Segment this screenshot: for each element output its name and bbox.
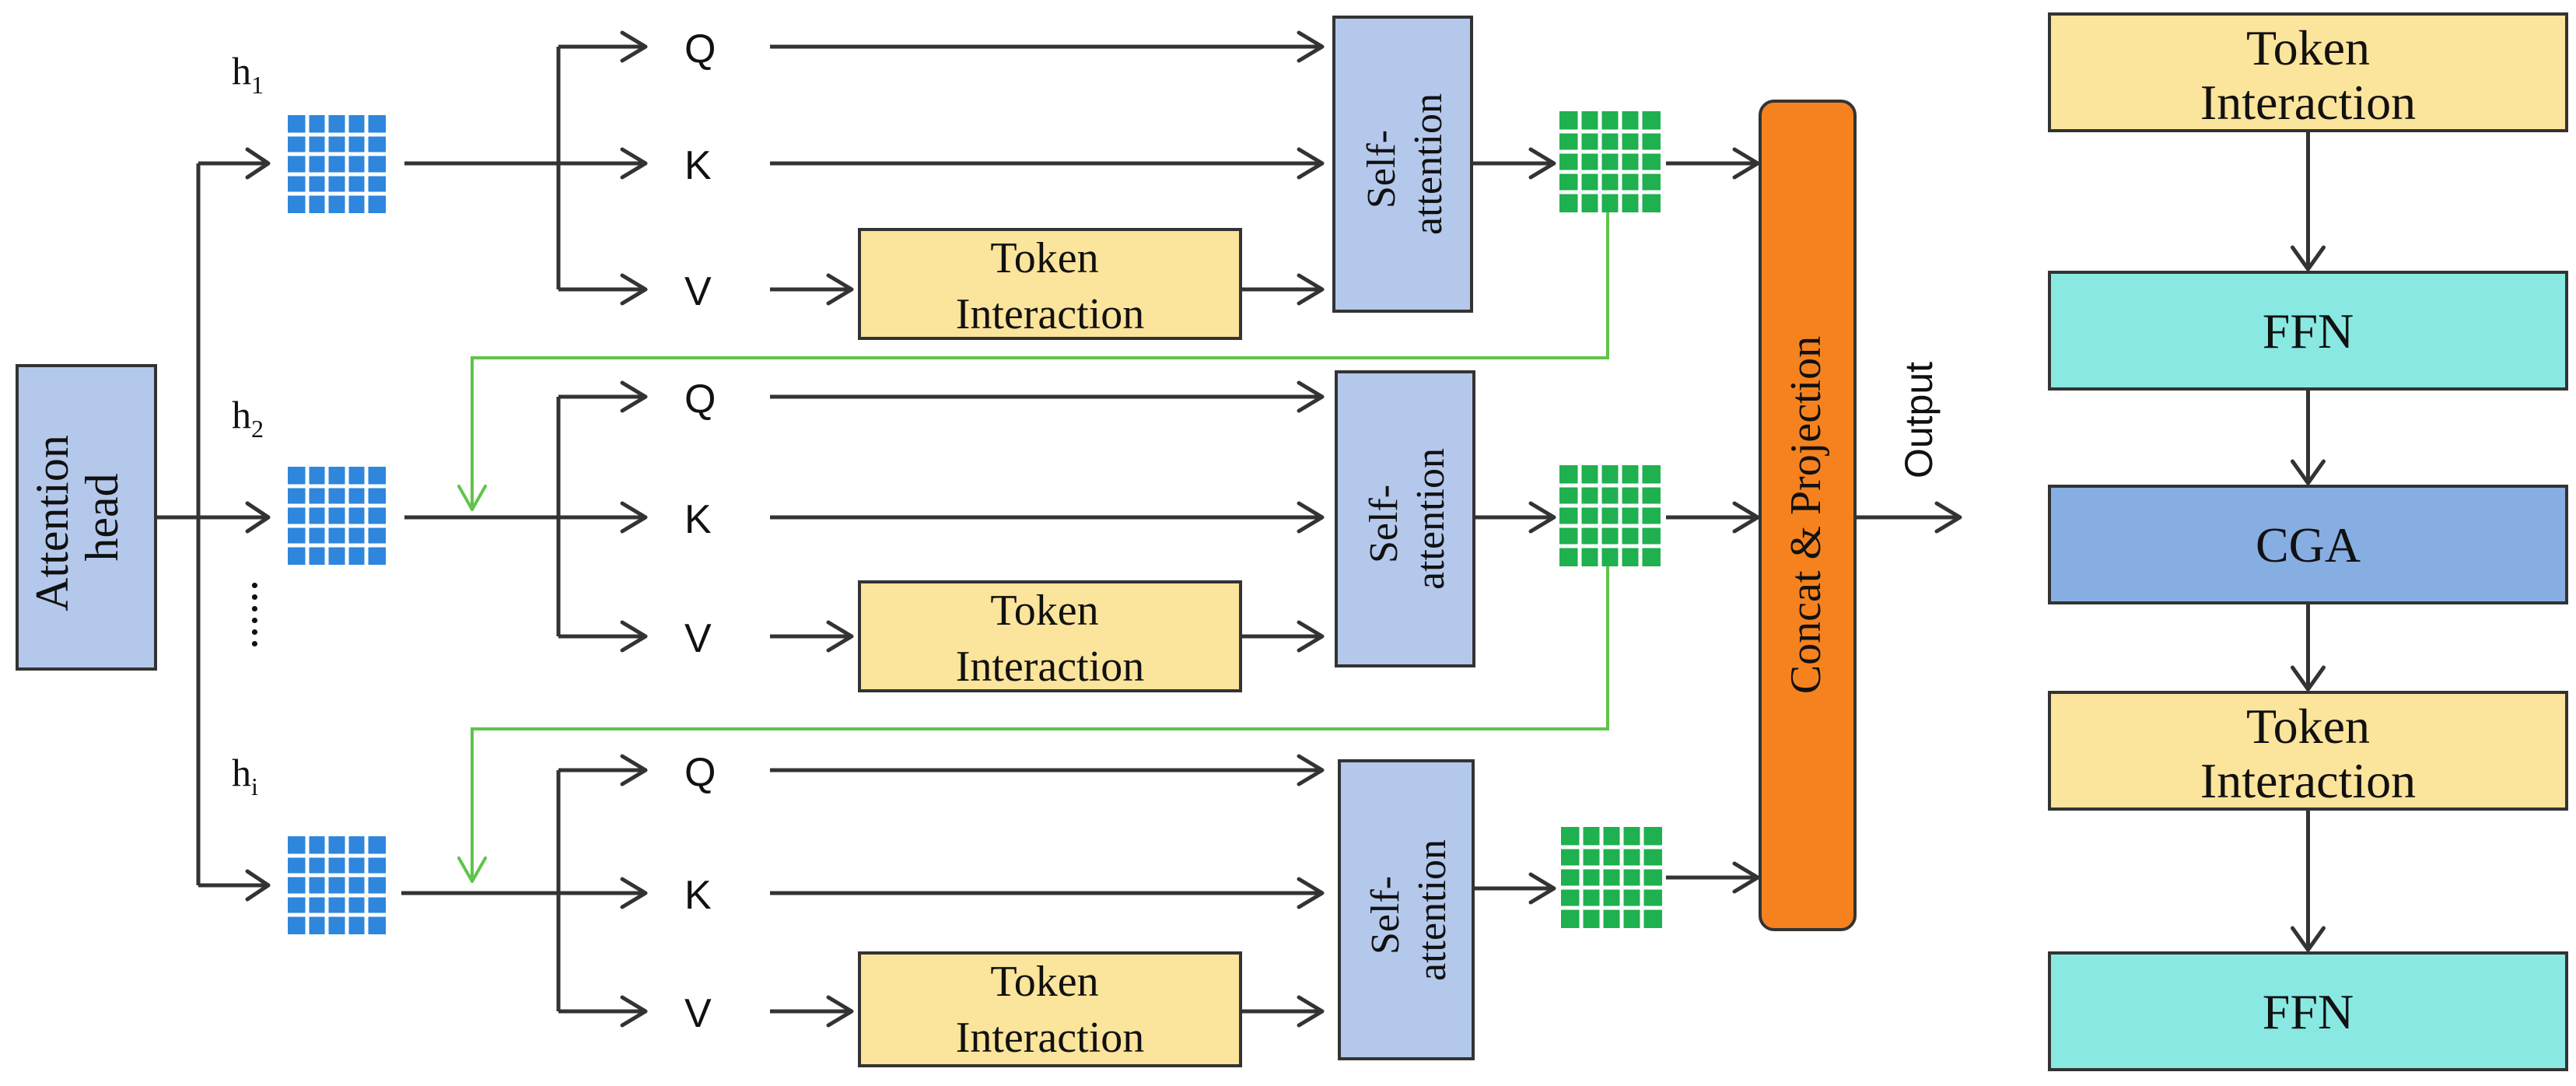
row1-q-label: Q	[684, 26, 716, 72]
svg-text:Self- attention: Self- attention	[1360, 93, 1451, 235]
row1-self-attention-box: Self- attention	[1332, 16, 1473, 313]
svg-text:Token Interaction: Token Interaction	[956, 587, 1145, 691]
pipeline-cga: CGA	[2048, 485, 2568, 604]
row3-v-label: V	[684, 991, 712, 1036]
pipeline-arrow	[2291, 809, 2326, 952]
svg-text:Self- attention: Self- attention	[1363, 839, 1454, 981]
row2-v-label: V	[684, 616, 712, 661]
row2-self-attention-box: Self- attention	[1335, 370, 1475, 667]
svg-text:CGA: CGA	[2256, 517, 2361, 573]
svg-text:Self- attention: Self- attention	[1362, 448, 1453, 590]
output-label: Output	[1897, 362, 1941, 478]
row3-output-grid	[1561, 827, 1662, 928]
row2-q-label: Q	[684, 377, 716, 422]
svg-text:FFN: FFN	[2263, 303, 2354, 359]
head-feature-grid-2	[288, 467, 386, 565]
row-3-connectors	[401, 754, 1760, 1028]
row1-v-label: V	[684, 269, 712, 314]
svg-text:Token Interaction: Token Interaction	[956, 234, 1145, 338]
row3-k-label: K	[684, 873, 712, 918]
row2-output-grid	[1559, 465, 1661, 566]
head-feature-grid-1	[288, 115, 386, 213]
attention-head-label-line2: head	[76, 473, 128, 561]
head-label-h1: h1	[232, 49, 264, 99]
ellipsis: ......	[215, 580, 267, 650]
feedback-connector-2	[457, 566, 1609, 883]
pipeline-arrow	[2291, 131, 2326, 272]
feedback-connector-1	[457, 212, 1609, 511]
attention-head-label-line1: Attention	[26, 435, 78, 611]
pipeline-arrow	[2291, 389, 2326, 485]
row2-k-label: K	[684, 497, 712, 542]
row1-token-interaction-box: Token Interaction	[858, 228, 1242, 340]
head-branch-connectors	[156, 147, 271, 902]
svg-text:Token Interaction: Token Interaction	[956, 958, 1145, 1062]
concat-projection-box: Concat & Projection	[1759, 100, 1857, 931]
head-label-h2: h2	[232, 393, 264, 443]
row3-token-interaction-box: Token Interaction	[858, 951, 1242, 1067]
row2-token-interaction-box: Token Interaction	[858, 580, 1242, 692]
output-arrow	[1855, 501, 1962, 534]
pipeline-ffn-2: FFN	[2048, 951, 2568, 1071]
pipeline-arrow	[2291, 603, 2326, 692]
row-2-connectors	[404, 380, 1760, 653]
svg-text:Concat & Projection: Concat & Projection	[1782, 336, 1830, 694]
row3-self-attention-box: Self- attention	[1338, 759, 1475, 1060]
row3-q-label: Q	[684, 750, 716, 795]
row-1-connectors	[404, 30, 1760, 306]
row1-output-grid	[1559, 111, 1661, 212]
row1-k-label: K	[684, 143, 712, 188]
svg-text:FFN: FFN	[2263, 984, 2354, 1039]
svg-text:Attention head: Attention head	[26, 423, 128, 611]
attention-head-box: Attention head	[16, 364, 157, 671]
head-feature-grid-i	[288, 836, 386, 934]
pipeline-ffn-1: FFN	[2048, 271, 2568, 391]
head-label-hi: hi	[232, 751, 258, 800]
